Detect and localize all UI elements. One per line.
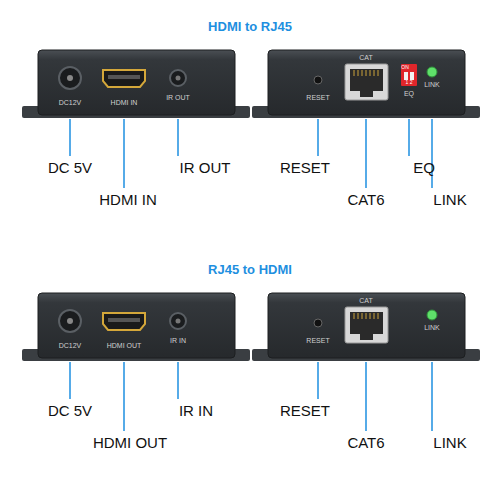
port-callout: HDMI OUT: [93, 435, 167, 452]
panel-print: HDMI OUT: [107, 342, 142, 350]
panel-print: HDMI IN: [111, 99, 138, 107]
panel-print: DC12V: [59, 99, 82, 107]
port-callout: HDMI IN: [99, 192, 157, 209]
switch-print: ON: [401, 65, 409, 71]
port-callout: DC 5V: [48, 403, 92, 420]
panel-print: IR OUT: [166, 94, 190, 102]
port-callout: RESET: [280, 403, 330, 420]
port-callout: IR IN: [179, 403, 213, 420]
panel-print: RESET: [306, 94, 329, 102]
panel-print: IR IN: [170, 337, 186, 345]
port-callout: LINK: [433, 435, 466, 452]
panel-print: CAT: [359, 54, 372, 62]
section-title: HDMI to RJ45: [208, 20, 292, 34]
port-callout: EQ: [413, 160, 435, 177]
port-callout: LINK: [433, 192, 466, 209]
panel-print: CAT: [359, 297, 372, 305]
panel-print: RESET: [306, 337, 329, 345]
port-callout: RESET: [280, 160, 330, 177]
section-title: RJ45 to HDMI: [208, 263, 292, 277]
panel-print: LINK: [424, 81, 440, 89]
port-callout: CAT6: [347, 192, 384, 209]
switch-print: 1 2: [406, 80, 413, 86]
port-callout: DC 5V: [48, 160, 92, 177]
panel-print: DC12V: [59, 342, 82, 350]
port-callout: IR OUT: [180, 160, 231, 177]
port-callout: CAT6: [347, 435, 384, 452]
panel-print: LINK: [424, 324, 440, 332]
panel-print: EQ: [404, 90, 414, 98]
